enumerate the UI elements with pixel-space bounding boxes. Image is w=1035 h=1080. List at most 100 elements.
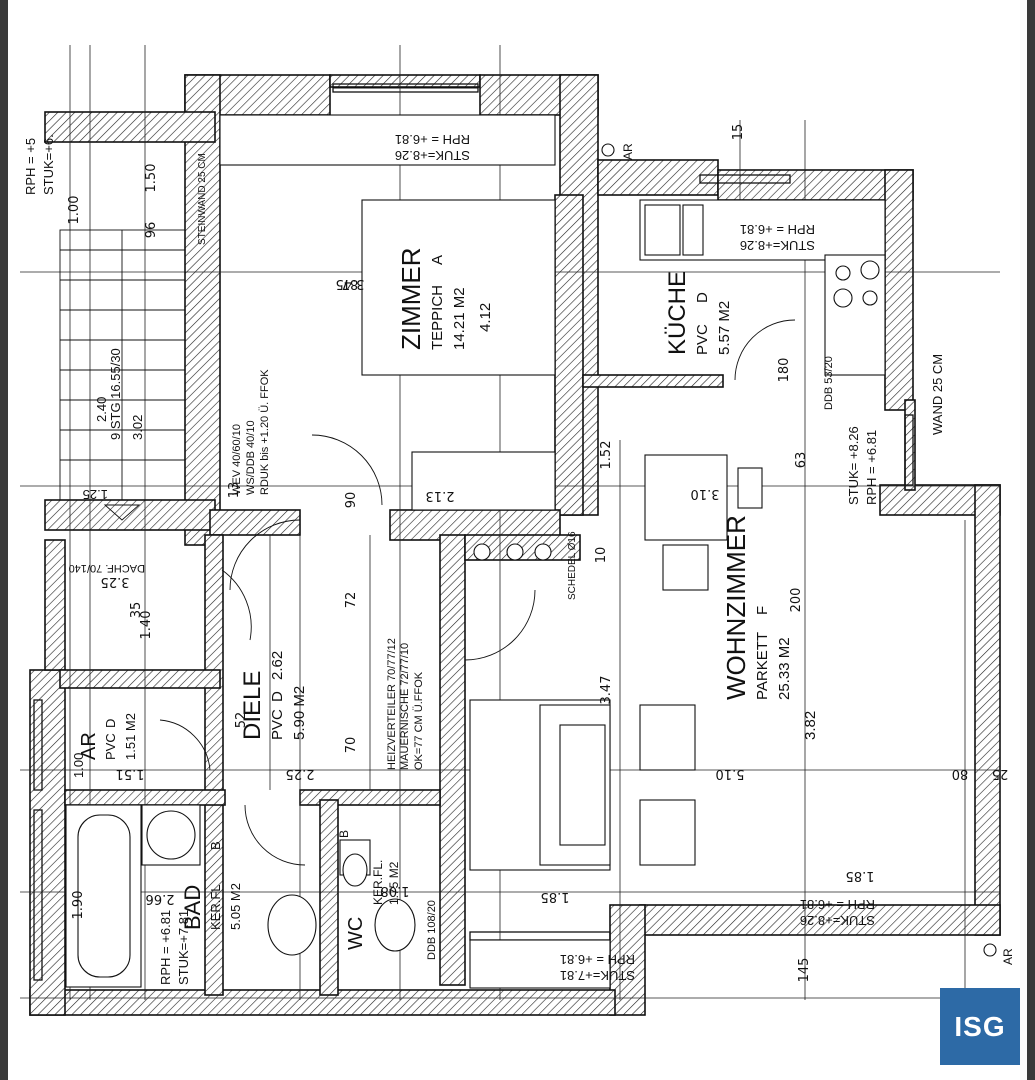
diele-tag: D [269, 691, 286, 702]
annotation-heizverteiler: HEIZVERTEILER 70/77/12 MAUERNISCHE 72/77… [386, 638, 425, 770]
svg-text:RPH = +6.81: RPH = +6.81 [864, 430, 879, 505]
rph-label-wc: RPH = +6.81 STUK=+7.81 [560, 952, 635, 983]
bad-tag: B [208, 841, 223, 850]
door-swings [159, 319, 796, 866]
bad-rph: RPH = +6.81 [158, 910, 173, 985]
dimension-label: 25 [992, 766, 1009, 781]
svg-text:WEV 40/60/10: WEV 40/60/10 [231, 424, 243, 495]
wc-area: 1.75 M2 [387, 861, 401, 905]
dimension-label: 87 [342, 276, 359, 291]
left-frame-edge [0, 0, 8, 1080]
dimension-label: 15 [731, 124, 746, 141]
dimension-label: 1.08 [381, 883, 410, 898]
svg-text:SCHEDEL Ø16: SCHEDEL Ø16 [567, 531, 578, 600]
dimension-label: 90 [344, 492, 359, 509]
annotation-schedel: SCHEDEL Ø16 [567, 531, 578, 600]
radiator-symbols [473, 143, 997, 957]
dimension-label: 1.90 [71, 891, 86, 920]
svg-text:STUK=+8.26: STUK=+8.26 [395, 148, 470, 163]
svg-text:STUK=+8.26: STUK=+8.26 [740, 238, 815, 253]
svg-text:RPH = +6.81: RPH = +6.81 [560, 952, 635, 967]
ar-floor: PVC [103, 733, 118, 760]
svg-text:AR: AR [621, 143, 635, 160]
kueche-tag: D [694, 292, 711, 303]
dimension-label: 2.66 [146, 891, 175, 906]
wc-floor: KER.FL. [371, 860, 385, 905]
svg-text:RPH = +5: RPH = +5 [23, 138, 38, 195]
inner-walls [59, 194, 916, 996]
ar-name: AR [78, 732, 100, 760]
svg-text:RPH = +6.81: RPH = +6.81 [800, 897, 875, 912]
kitchen-furniture [639, 199, 886, 376]
annotation-ar-mark: AR [621, 143, 635, 160]
dimension-label: 35 [129, 602, 144, 619]
annotation-top-levels: RPH = +5 STUK=+6. [23, 134, 56, 195]
dimension-label: 72 [344, 592, 359, 609]
dimension-label: 3.45 [336, 276, 365, 291]
wohnzimmer-name: WOHNZIMMER [721, 515, 751, 700]
svg-text:3.02: 3.02 [130, 415, 145, 440]
dimension-label: 200 [789, 588, 804, 613]
wohnzimmer-area: 25.33 M2 [776, 637, 793, 700]
dimension-label: 70 [344, 737, 359, 754]
annotation-stairs: 9 STG 16.55/30 3.02 2.40 [94, 348, 145, 440]
kueche-floor: PVC [694, 324, 711, 355]
dimension-label: 3.10 [691, 486, 720, 501]
kueche-area: 5.57 M2 [716, 301, 733, 355]
svg-text:STUK=+7.81: STUK=+7.81 [560, 968, 635, 983]
room-kueche: KÜCHE PVC 5.57 M2 D [664, 271, 733, 355]
dimension-label: 5.10 [716, 766, 745, 781]
svg-text:STEINWAND 25 CM: STEINWAND 25 CM [197, 153, 208, 245]
room-wc: WC KER.FL. 1.75 M2 B [337, 830, 401, 950]
zimmer-dim: 4.12 [477, 303, 494, 332]
annotation-ddb2: DDB 108/20 [426, 900, 438, 960]
annotation-ddb1: DDB 53/20 [823, 356, 835, 410]
room-zimmer: ZIMMER TEPPICH 14.21 M2 4.12 A [396, 247, 494, 350]
dimension-label: 10 [594, 547, 609, 564]
svg-text:STUK=+6.: STUK=+6. [41, 134, 56, 195]
svg-text:MAUERNISCHE 72/77/10: MAUERNISCHE 72/77/10 [399, 643, 411, 770]
diele-dim: 2.62 [269, 651, 286, 680]
svg-text:OK=77 CM Ü.FFOK: OK=77 CM Ü.FFOK [413, 671, 425, 770]
rph-label-wohnzimmer: RPH = +6.81 STUK=+8.26 [800, 897, 875, 928]
annotation-ar-mark-2: AR [1001, 948, 1015, 965]
ar-dim: 1.00 [71, 753, 86, 778]
dimension-label: 52 [234, 712, 249, 729]
svg-text:RPH = +6.81: RPH = +6.81 [740, 222, 815, 237]
svg-text:WS/DDB 40/10: WS/DDB 40/10 [245, 420, 257, 495]
svg-text:9 STG 16.55/30: 9 STG 16.55/30 [108, 348, 123, 440]
rph-label-zimmer: RPH = +6.81 STUK=+8.26 [395, 132, 470, 163]
bad-floor: KER.FL [208, 884, 223, 930]
zimmer-floor: TEPPICH [429, 285, 446, 350]
svg-text:WAND 25 CM: WAND 25 CM [930, 354, 945, 435]
dimension-label: 63 [794, 452, 809, 469]
svg-text:DACHF. 70/140: DACHF. 70/140 [69, 562, 145, 574]
staircase [59, 229, 186, 521]
rph-label-kueche: RPH = +6.81 STUK=+8.26 [740, 222, 815, 253]
svg-text:1.25: 1.25 [83, 487, 108, 502]
annotation-steinwand: STEINWAND 25 CM [197, 153, 208, 245]
bedroom-furniture [219, 114, 556, 511]
zimmer-tag: A [429, 255, 446, 265]
living-room-furniture [469, 454, 763, 989]
dimension-label: 1.85 [541, 889, 570, 904]
dimension-label: 1.00 [67, 196, 82, 225]
ar-tag: D [103, 719, 118, 728]
dimension-label: 1.50 [144, 164, 159, 193]
annotation-wand: WAND 25 CM [930, 354, 945, 435]
diele-area: 5.90 M2 [291, 686, 308, 740]
diele-floor: PVC [269, 709, 286, 740]
dimension-label: 2.13 [426, 488, 455, 503]
ar-area: 1.51 M2 [123, 713, 138, 760]
isg-logo: ISG [940, 988, 1020, 1065]
dimension-lines [20, 45, 1000, 1000]
wc-name: WC [345, 917, 367, 950]
annotation-side-levels: STUK= +8.26 RPH = +6.81 [846, 426, 879, 505]
zimmer-name: ZIMMER [396, 247, 426, 350]
wohnzimmer-floor: PARKETT [754, 632, 771, 700]
wohnzimmer-tag: F [754, 606, 771, 615]
room-bad: BAD KER.FL 5.05 M2 RPH = +6.81 STUK=+7.8… [158, 841, 243, 985]
room-wohnzimmer: WOHNZIMMER PARKETT 25.33 M2 3.82 F [721, 515, 819, 740]
